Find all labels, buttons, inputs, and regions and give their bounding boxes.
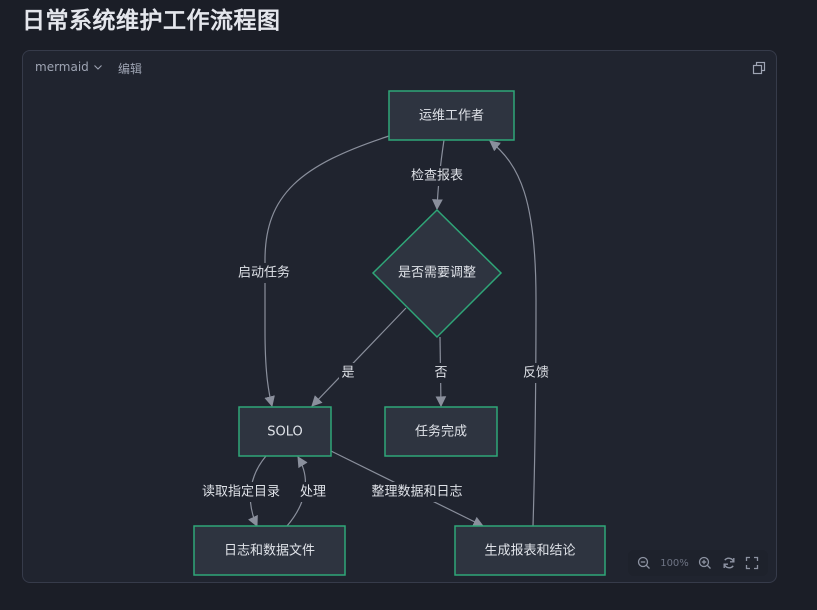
fullscreen-button[interactable] (745, 556, 759, 570)
node-ops[interactable]: 运维工作者 (388, 90, 515, 141)
edge-label-read-directory: 读取指定目录 (202, 485, 280, 500)
zoom-level: 100% (660, 557, 689, 569)
edge-label-check-report: 检查报表 (411, 169, 463, 184)
edge-report-to-ops (489, 140, 537, 527)
node-solo-label: SOLO (267, 425, 303, 440)
zoom-toolbar: 100% (628, 550, 768, 576)
chevron-down-icon (93, 65, 102, 70)
page-title: 日常系统维护工作流程图 (22, 8, 281, 34)
node-solo[interactable]: SOLO (238, 406, 332, 457)
code-block-header: mermaid 编辑 (23, 51, 776, 85)
reset-button[interactable] (722, 556, 736, 570)
node-ops-label: 运维工作者 (419, 109, 484, 124)
edge-label-feedback: 反馈 (523, 366, 549, 381)
edge-label-process: 处理 (300, 485, 326, 500)
fullscreen-icon (746, 556, 759, 570)
edge-label-start-task: 启动任务 (238, 265, 290, 281)
edge-label-no: 否 (434, 366, 447, 381)
copy-button[interactable] (752, 60, 766, 75)
zoom-in-button[interactable] (698, 556, 712, 570)
refresh-icon (723, 557, 735, 569)
copy-icon (752, 61, 766, 75)
edge-labels: 检查报表 启动任务 是 否 反馈 读取指定目录 处理 整理数据和日志 (201, 166, 552, 502)
node-decision[interactable]: 是否需要调整 (371, 208, 503, 339)
node-done[interactable]: 任务完成 (384, 406, 498, 457)
edge-label-yes: 是 (341, 366, 354, 381)
edge-ops-to-solo (264, 135, 390, 408)
node-files-label: 日志和数据文件 (224, 544, 315, 559)
edge-label-organize-data: 整理数据和日志 (371, 485, 462, 500)
zoom-out-button[interactable] (637, 556, 651, 570)
node-decision-label: 是否需要调整 (398, 266, 476, 281)
node-done-label: 任务完成 (415, 424, 467, 440)
zoom-in-icon (699, 556, 712, 569)
node-report-label: 生成报表和结论 (484, 544, 575, 559)
language-select[interactable]: mermaid (35, 60, 103, 74)
node-files[interactable]: 日志和数据文件 (193, 525, 346, 576)
language-label: mermaid (35, 60, 89, 74)
edit-button[interactable]: 编辑 (118, 62, 143, 76)
zoom-out-icon (637, 556, 650, 569)
node-report[interactable]: 生成报表和结论 (454, 525, 606, 576)
edge-decision-to-solo (311, 307, 407, 407)
